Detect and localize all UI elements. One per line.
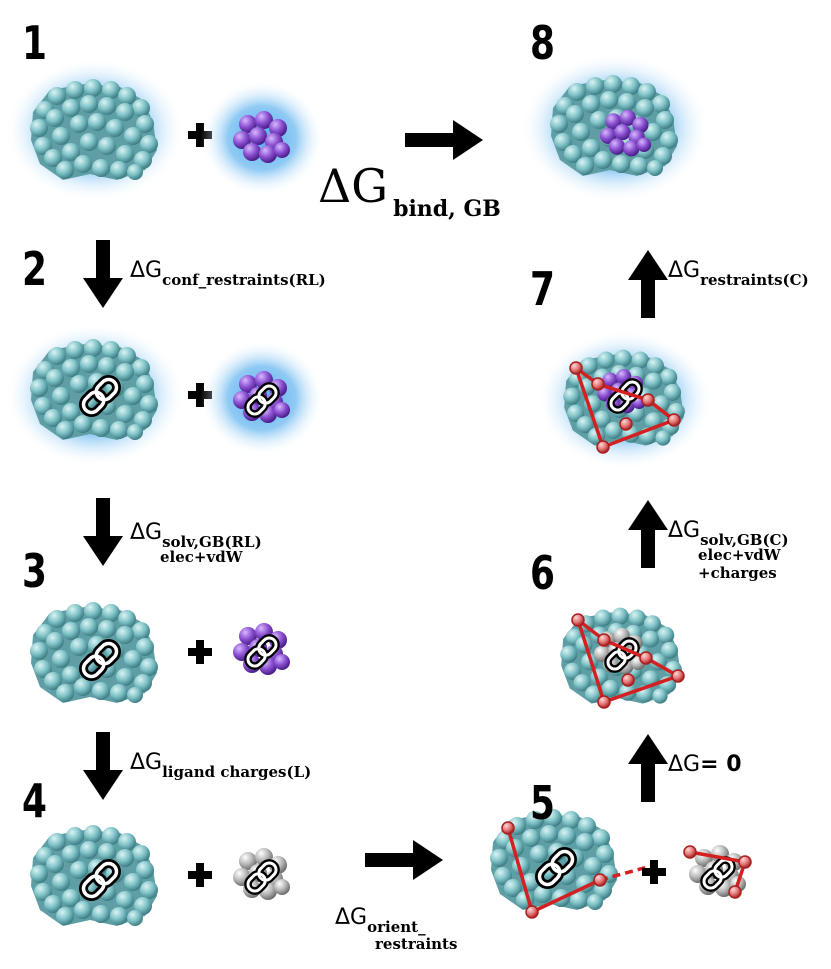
- step-number-5: 5: [530, 776, 555, 830]
- state-8-solvated-complex: [520, 53, 710, 203]
- state-7-solvated-complex-restrained: [537, 250, 713, 568]
- arrow-icon: [405, 120, 483, 160]
- label-dg-solv-rl: ΔGsolv,GB(RL) elec+vdW: [130, 520, 262, 567]
- delta-g-subscript: solv,GB(C): [700, 531, 789, 549]
- delta-g-symbol: ΔG: [668, 258, 701, 283]
- step-number-6: 6: [530, 546, 555, 600]
- step-number-7: 7: [530, 262, 555, 316]
- arrow-icon: [83, 732, 123, 800]
- delta-g-equals-zero: = 0: [700, 752, 742, 777]
- plus-icon: [188, 863, 212, 887]
- arrow-icon: [83, 240, 123, 308]
- delta-g-terms: +charges: [698, 563, 777, 582]
- label-dg-restraints-c: ΔGrestraints(C): [668, 258, 809, 289]
- state-5-orientation-restrained: [490, 809, 752, 919]
- label-dg-ligand-charges: ΔGligand charges(L): [130, 750, 311, 781]
- delta-g-symbol: ΔG: [130, 750, 163, 775]
- arrow-icon: [628, 250, 668, 318]
- delta-g-subscript: bind, GB: [393, 196, 501, 222]
- delta-g-subscript: orient_: [367, 918, 426, 936]
- step-number-2: 2: [22, 242, 47, 296]
- arrow-icon: [83, 498, 123, 566]
- delta-g-terms: elec+vdW: [160, 548, 243, 567]
- delta-g-symbol: ΔG: [668, 518, 701, 543]
- delta-g-subscript-cont: restraints: [375, 935, 458, 954]
- step-number-1: 1: [22, 16, 47, 70]
- plus-icon: [642, 860, 666, 884]
- label-dg-orient-restraints: ΔGorient_ restraints: [335, 905, 457, 954]
- plus-icon: [188, 640, 212, 664]
- arrow-icon: [365, 840, 443, 880]
- restraint-lines: [569, 361, 681, 454]
- restraint-lines: [683, 845, 752, 899]
- delta-g-subscript: solv,GB(RL): [162, 533, 262, 551]
- state-2-restrained-solvated: [5, 240, 324, 467]
- delta-g-subscript: ligand charges(L): [162, 763, 312, 781]
- state-6-gas-complex-restrained: [560, 607, 685, 802]
- arrow-icon: [628, 734, 668, 802]
- label-dg-bind: ΔG bind, GB: [318, 159, 501, 222]
- delta-g-subscript: conf_restraints(RL): [162, 271, 326, 289]
- delta-g-subscript: restraints(C): [700, 271, 809, 289]
- delta-g-symbol: ΔG: [130, 520, 163, 545]
- restraint-lines: [571, 613, 685, 709]
- delta-g-symbol: ΔG: [668, 752, 701, 777]
- label-dg-conf-restraints: ΔGconf_restraints(RL): [130, 258, 326, 289]
- label-dg-solv-c: ΔGsolv,GB(C) elec+vdW +charges: [668, 518, 789, 582]
- arrow-icon: [628, 500, 668, 568]
- step-number-4: 4: [22, 774, 47, 828]
- delta-g-symbol: ΔG: [130, 258, 163, 283]
- state-1-solvated-separate: [5, 58, 324, 202]
- delta-g-symbol: ΔG: [318, 159, 388, 213]
- delta-g-terms: elec+vdW: [698, 546, 781, 565]
- restraint-lines: [501, 821, 656, 919]
- delta-g-symbol: ΔG: [335, 905, 368, 930]
- step-number-8: 8: [530, 16, 555, 70]
- label-dg-zero: ΔG= 0: [668, 752, 742, 777]
- step-number-3: 3: [22, 544, 47, 598]
